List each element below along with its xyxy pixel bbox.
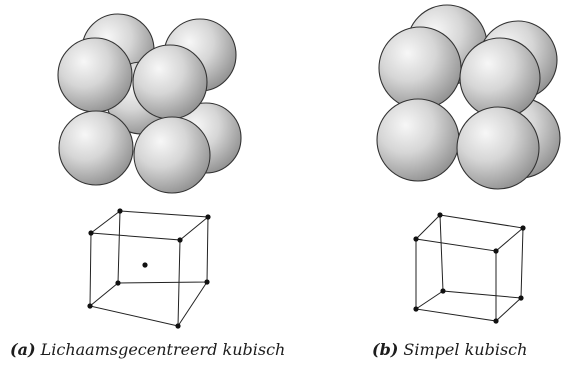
sc-lattice-point	[440, 288, 446, 294]
sc-lattice-cube	[413, 212, 526, 324]
bcc-lattice-cube	[87, 208, 211, 329]
sc-lattice-point	[518, 295, 524, 301]
caption-sc-tag: (b)	[372, 340, 399, 359]
bcc-sphere-front-bottom-right	[133, 116, 211, 194]
caption-bcc-tag: (a)	[10, 340, 36, 359]
sc-lattice-point	[413, 306, 419, 312]
caption-sc-text: Simpel kubisch	[403, 340, 528, 359]
bcc-lattice-point	[115, 280, 121, 286]
bcc-body-center-point	[142, 262, 148, 268]
sc-lattice-point	[493, 318, 499, 324]
bcc-lattice-point	[117, 208, 123, 214]
caption-bcc: (a) Lichaamsgecentreerd kubisch	[10, 340, 285, 359]
sc-lattice-point	[493, 248, 499, 254]
bcc-lattice-point	[88, 230, 94, 236]
sc-sphere-front-bottom-left	[376, 98, 460, 182]
bcc-sphere-model	[57, 13, 242, 194]
bcc-lattice-point	[205, 214, 211, 220]
bcc-lattice-point	[175, 323, 181, 329]
sc-sphere-front-top-left	[378, 26, 462, 110]
caption-bcc-text: Lichaamsgecentreerd kubisch	[40, 340, 286, 359]
sc-sphere-model	[376, 4, 561, 190]
bcc-sphere-front-bottom-left	[58, 110, 134, 186]
sc-sphere-front-bottom-right	[456, 106, 540, 190]
caption-sc: (b) Simpel kubisch	[372, 340, 527, 359]
sc-lattice-point	[437, 212, 443, 218]
bcc-lattice-point	[87, 303, 93, 309]
sc-sphere-front-top-right	[459, 37, 541, 119]
sc-lattice-point	[413, 236, 419, 242]
bcc-lattice-point	[177, 237, 183, 243]
bcc-sphere-front-top-left	[57, 37, 133, 113]
sc-lattice-point	[520, 225, 526, 231]
bcc-lattice-point	[204, 279, 210, 285]
bcc-sphere-front-top-right	[132, 44, 208, 120]
